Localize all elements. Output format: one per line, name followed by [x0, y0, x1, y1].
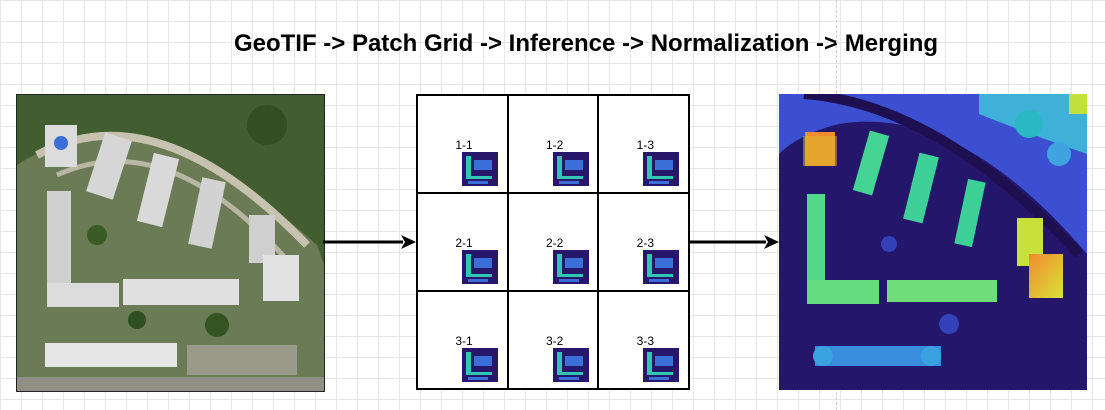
patch-thumbnail: [552, 348, 589, 382]
grid-cell: 3-3: [598, 291, 689, 389]
grid-cell: 1-1: [417, 95, 508, 193]
patch-thumbnail: [643, 250, 680, 284]
patch-thumbnail: [462, 250, 498, 284]
grid-cell: 2-2: [507, 193, 599, 291]
heatmap-drawing: [779, 94, 1087, 390]
patch-thumbnail: [552, 250, 589, 284]
grid-cell: 1-3: [598, 95, 689, 193]
grid-cell: 2-1: [417, 193, 508, 291]
patch-thumbnail: [462, 152, 498, 186]
grid-cell: 1-2: [507, 95, 599, 193]
grid-cell: 3-1: [417, 291, 508, 389]
cell-label: 2-2: [545, 236, 564, 250]
cell-label: 1-2: [545, 138, 564, 152]
satellite-image: [16, 94, 325, 392]
patch-thumbnail: [552, 152, 589, 186]
patch-thumbnail: [643, 152, 680, 186]
cell-label: 3-2: [545, 334, 564, 348]
grid-cell: 2-3: [598, 193, 689, 291]
arrow-to-heatmap: [690, 235, 779, 249]
patch-thumbnail: [462, 348, 498, 382]
grid-cell: 3-2: [507, 291, 599, 389]
cell-label: 3-1: [455, 334, 473, 348]
patch-grid: 1-1 1-2 1-3 2-1 2-2 2-3 3-1 3-2 3-3: [416, 94, 690, 390]
cell-label: 1-3: [636, 138, 654, 152]
height-heatmap: [779, 94, 1087, 390]
cell-label: 3-3: [636, 334, 654, 348]
cell-label: 2-1: [455, 236, 473, 250]
arrow-to-grid: [323, 235, 416, 249]
patch-thumbnail: [643, 348, 680, 382]
satellite-drawing: [17, 95, 324, 391]
cell-label: 2-3: [636, 236, 654, 250]
cell-label: 1-1: [455, 138, 473, 152]
diagram-title: GeoTIF -> Patch Grid -> Inference -> Nor…: [233, 30, 939, 57]
